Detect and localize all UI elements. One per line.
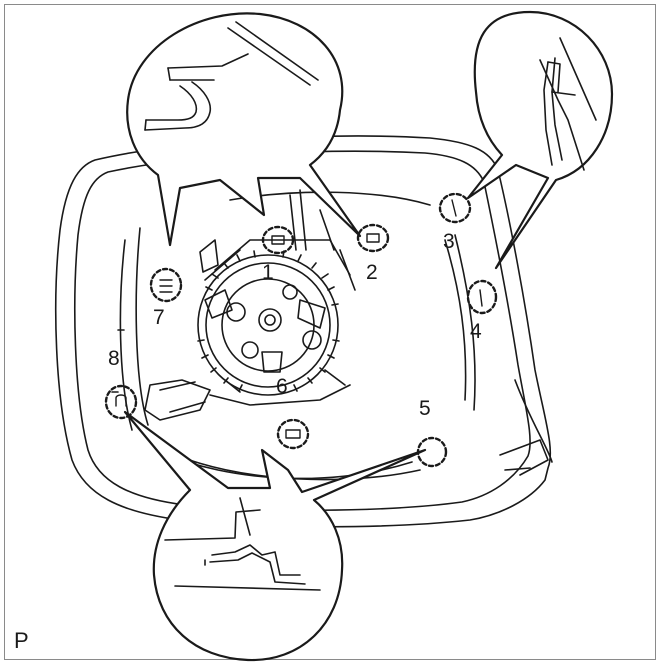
detail-balloon-right [466,10,614,270]
clip-marker-8 [104,384,138,420]
callout-4: 4 [470,320,482,343]
clip-marker-3 [438,192,472,224]
mirror-housing [54,135,553,528]
callout-6: 6 [276,375,288,398]
callout-2: 2 [366,261,378,284]
clip-marker-4 [466,279,498,315]
clip-marker-6 [276,418,310,450]
mirror-actuator [144,189,356,421]
callout-1: 1 [262,261,274,284]
mirror-glass-curves [111,191,476,481]
clip-marker-1 [261,225,295,255]
detail-balloon-bottom [123,410,427,662]
callout-3: 3 [443,230,455,253]
illustration-code-letter: P [14,628,29,653]
clip-marker-interiors [115,199,483,439]
callout-5: 5 [419,397,431,420]
illustration-frame [4,4,656,660]
callout-7: 7 [153,306,165,329]
clip-markers [104,192,498,468]
detail-balloon-top [126,12,362,247]
clip-marker-2 [356,223,390,253]
clip-marker-7 [149,267,183,303]
clip-marker-5 [416,436,448,468]
callout-8: 8 [108,347,120,370]
